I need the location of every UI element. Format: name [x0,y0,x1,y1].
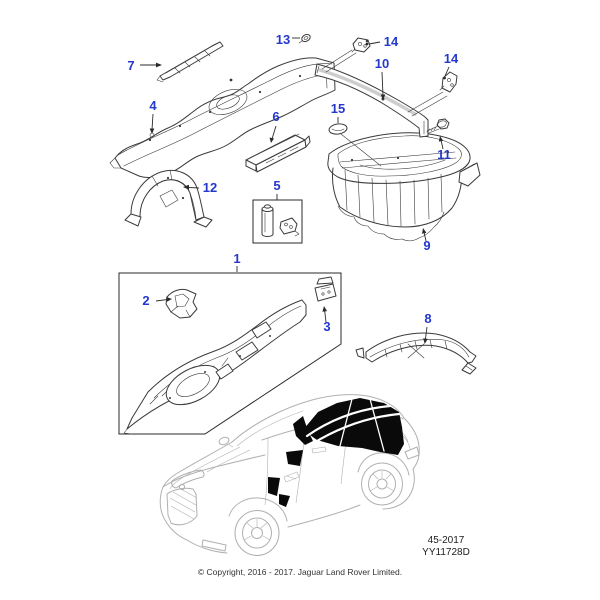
callout-14-top: 14 [384,34,399,49]
kit-clip [279,217,300,237]
callout-2: 2 [142,293,149,308]
part-13-grommet [298,33,311,44]
part-11-bolt [426,118,450,134]
highlighted-parts-location [268,398,404,507]
callout-5: 5 [273,178,280,193]
part-4-floor-side-rail [109,57,336,178]
part-15-plug [328,123,382,167]
part-12-wheel-arch-support [124,169,213,228]
part-8-rail [355,332,477,375]
callout-6: 6 [272,109,279,124]
part-14-bracket-right [407,71,458,117]
pan-side-flange [458,162,481,187]
callout-11: 11 [437,147,451,162]
part-5-kit-box [252,199,303,244]
part-6-reinforcement [245,133,311,173]
page-ref: 45-2017 [427,535,465,546]
callout-7: 7 [127,58,134,73]
callout-3: 3 [323,319,330,334]
figure-refs: 45-2017 YY11728D [386,535,506,559]
callout-15: 15 [331,101,345,116]
copyright-line: © Copyright, 2016 - 2017. Jaguar Land Ro… [197,567,403,577]
callout-4: 4 [149,98,157,113]
part-9-floor-pan [327,132,481,242]
part-2-bracket [165,288,198,319]
drawing-code: YY11728D [422,547,470,558]
callout-9: 9 [423,238,430,253]
callout-1: 1 [233,251,240,266]
callout-14-right: 14 [444,51,459,66]
vehicle-illustration [159,394,420,556]
callout-10: 10 [375,56,389,71]
kit-tube [261,204,274,237]
part-14-bracket-top [321,37,371,73]
part-7-sill-strip [156,41,224,83]
callout-8: 8 [424,311,431,326]
callout-13: 13 [276,32,290,47]
callouts: 7 13 14 10 14 4 6 15 11 12 5 9 1 2 3 8 [127,32,459,334]
part-1-side-member [123,299,307,435]
assembly-box-1 [118,272,342,435]
part-3-bracket [314,276,337,302]
callout-12: 12 [203,180,217,195]
leader-lines [140,37,450,344]
